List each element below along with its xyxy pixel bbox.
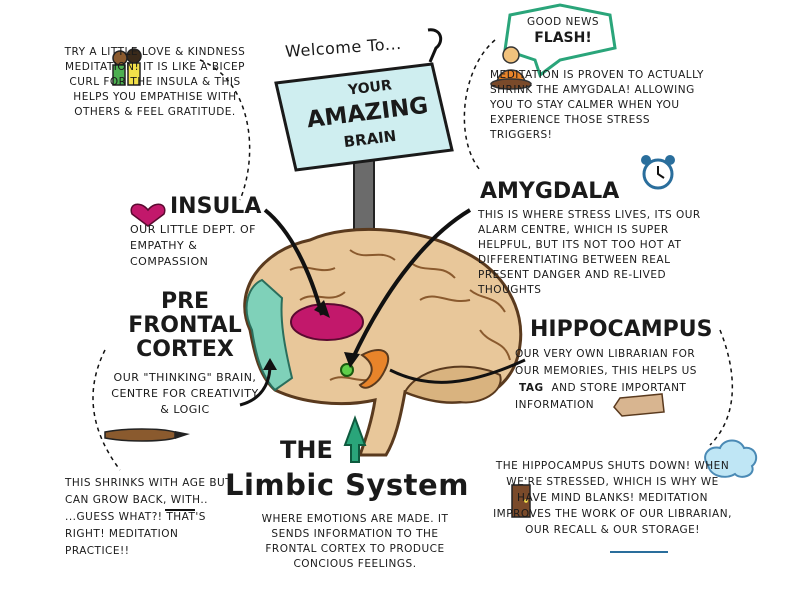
amygdala-desc: This is where stress lives, its our alar…	[478, 209, 701, 296]
sign-board	[274, 62, 454, 172]
arrow-hippocampus	[389, 358, 526, 384]
love-kindness-text: Try a little Love & Kindness meditation!…	[64, 46, 246, 118]
prefrontal-desc: Our "thinking" brain, centre for creativ…	[111, 371, 259, 416]
hippocampus-region	[358, 349, 390, 389]
meditating-person-icon	[490, 46, 532, 90]
welcome-arrow	[427, 28, 443, 63]
hippocampus-desc: Our very own librarian for our memories,…	[515, 346, 720, 414]
hippocampus-title: HIPPOCAMPUS	[530, 317, 713, 342]
arrow-prefrontal-head	[263, 358, 277, 370]
dashed-good-news	[463, 39, 496, 171]
arrow-amygdala-head	[344, 352, 360, 368]
prefrontal-title-3: CORTEX	[136, 337, 234, 362]
door-icon	[511, 484, 531, 518]
cloud-icon	[704, 439, 758, 478]
alarm-clock-icon	[641, 155, 675, 190]
good-news-text: Meditation is proven to actually shrink …	[490, 69, 704, 141]
brain-folds	[289, 249, 511, 382]
good-news-line2: FLASH!	[534, 30, 592, 46]
insula-region	[290, 303, 364, 341]
shrinks-text: This shrinks with age BUT can grow back,…	[65, 477, 233, 557]
insula-title: INSULA	[170, 194, 262, 219]
cerebellum	[403, 365, 502, 404]
arrow-insula	[263, 208, 324, 316]
prefrontal-title-1: PRE	[160, 289, 210, 314]
prefrontal-region	[245, 278, 294, 392]
arrow-insula-head	[314, 300, 330, 318]
heart-icon	[130, 203, 166, 227]
limbic-desc: Where emotions are made. It sends inform…	[261, 513, 449, 570]
hippocampus-desc-after: and store important information	[515, 382, 687, 411]
insula-desc: Our little dept. of empathy & compassion	[130, 223, 256, 268]
dashed-love-to-insula	[199, 59, 251, 201]
paintbrush-icon	[104, 428, 190, 442]
arrow-up-limbic	[343, 415, 367, 463]
arrow-amygdala	[350, 208, 472, 361]
good-news-line1: Good news	[526, 16, 600, 28]
dashed-prefrontal	[92, 349, 121, 471]
limbic-the: THE	[280, 436, 333, 464]
shuts-down-text: The hippocampus shuts down! When we're s…	[493, 460, 732, 536]
dashed-hippocampus	[709, 329, 734, 446]
prefrontal-title-2: FRONTAL	[128, 313, 242, 338]
couple-hugging-icon	[112, 48, 142, 86]
amygdala-title: AMYGDALA	[480, 179, 620, 204]
tag-label: TAG	[519, 382, 544, 394]
hippocampus-desc-before: Our very own librarian for our memories,…	[515, 348, 697, 377]
limbic-title: Limbic System	[225, 468, 469, 502]
tag-icon-shape	[613, 393, 665, 417]
